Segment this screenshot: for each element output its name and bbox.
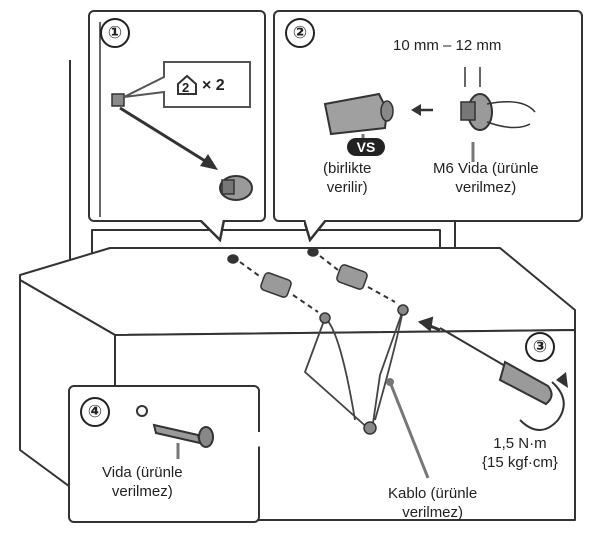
step2-number: ② [285,18,315,48]
m6-screw-label: M6 Vida (ürünle verilmez) [433,159,539,197]
step4-number: ④ [80,397,110,427]
step1-number: ① [100,18,130,48]
step2-panel: ② 10 mm – 12 mm VS (birlikte verilir) M6… [273,10,583,222]
cable-label: Kablo (ürünle verilmez) [388,484,477,522]
step4-callout-tail [246,432,276,454]
step1-panel: ① 2 × 2 [88,10,266,222]
torque-value: 1,5 N·m {15 kgf·cm} [482,434,558,472]
step3-number: ③ [525,332,555,362]
step1-callout-tail [200,220,230,242]
furniture-top [20,248,575,335]
step4-screw-label: Vida (ürünle verilmez) [102,463,183,501]
step1-quantity: × 2 [202,76,225,95]
step4-panel: ④ Vida (ürünle verilmez) [68,385,260,523]
step2-callout-tail [304,220,334,242]
step1-ref-number: 2 [182,78,189,97]
step2-dimension: 10 mm – 12 mm [393,36,501,55]
vs-badge: VS [347,138,385,156]
bracket-supplied-note: (birlikte verilir) [323,159,371,197]
